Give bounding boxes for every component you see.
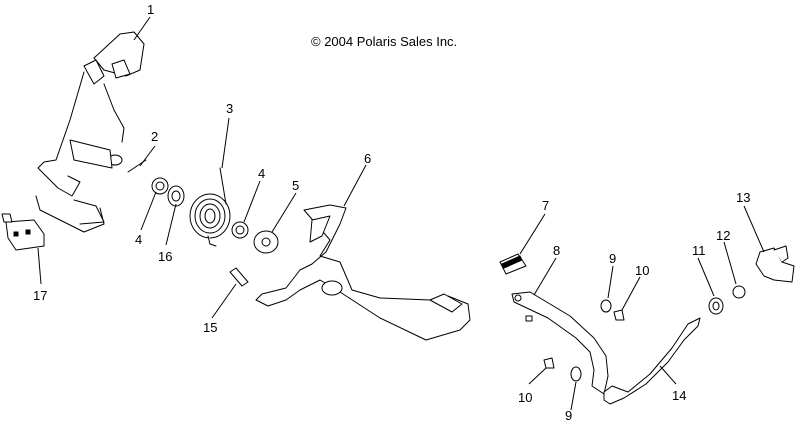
copyright-text: © 2004 Polaris Sales Inc. xyxy=(311,34,457,49)
callout-label: 4 xyxy=(258,166,265,181)
part-5-washer xyxy=(253,230,279,254)
part-16-washer xyxy=(167,185,185,207)
callout-label: 14 xyxy=(672,388,686,403)
callout-label: 4 xyxy=(135,232,142,247)
part-9-nut-upper xyxy=(600,299,612,313)
callout-label: 9 xyxy=(609,251,616,266)
callout-label: 17 xyxy=(33,288,47,303)
callout-label: 10 xyxy=(518,390,532,405)
part-14-brake-rod xyxy=(603,317,701,405)
part-9-nut-lower xyxy=(570,366,582,382)
part-8-rod-arm xyxy=(511,291,609,395)
callout-label: 9 xyxy=(565,408,572,423)
part-10-clip-upper xyxy=(613,309,625,321)
part-6-brake-pedal xyxy=(255,204,471,341)
callout-label: 5 xyxy=(292,178,299,193)
callout-label: 10 xyxy=(635,263,649,278)
part-7-spring xyxy=(499,253,527,275)
callout-label: 3 xyxy=(226,101,233,116)
callout-label: 1 xyxy=(147,2,154,17)
part-12-nut xyxy=(732,285,746,299)
part-1-bracket-arm xyxy=(35,31,145,233)
callout-label: 16 xyxy=(158,249,172,264)
callout-label: 12 xyxy=(716,228,730,243)
callout-label: 2 xyxy=(151,129,158,144)
callout-label: 15 xyxy=(203,320,217,335)
leader-lines xyxy=(37,16,765,411)
callout-label: 6 xyxy=(364,151,371,166)
part-15-pin xyxy=(229,267,249,287)
callout-label: 8 xyxy=(553,243,560,258)
part-4-bushing-left xyxy=(151,177,169,195)
part-11-nut xyxy=(708,297,724,315)
callout-label: 7 xyxy=(542,198,549,213)
callout-label: 13 xyxy=(736,190,750,205)
callout-label: 11 xyxy=(692,243,706,258)
part-17-switch xyxy=(1,213,45,251)
callout-labels: 1 2 3 4 5 6 4 16 7 8 9 10 11 12 13 15 17… xyxy=(33,2,750,423)
part-4-bushing-right xyxy=(231,221,249,239)
part-3-torsion-spring xyxy=(189,167,231,247)
part-13-bracket xyxy=(755,245,795,283)
part-10-clip-lower xyxy=(543,357,555,369)
